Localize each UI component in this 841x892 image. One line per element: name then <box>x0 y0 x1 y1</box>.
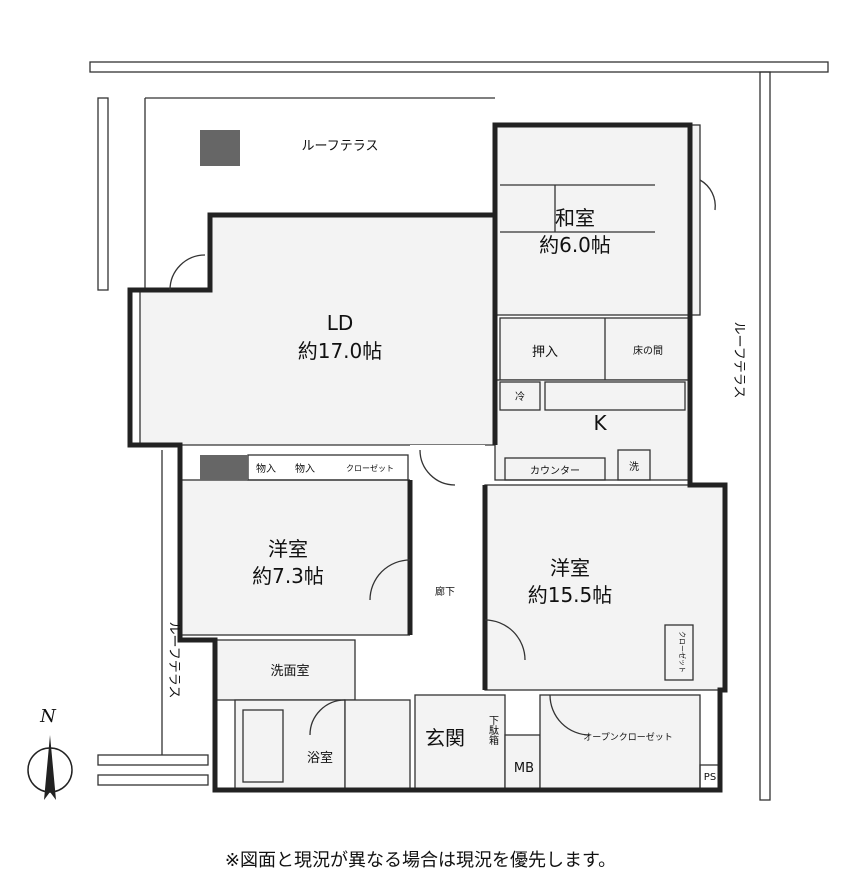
washitsu-size: 約6.0帖 <box>539 233 611 257</box>
room-entrance <box>414 694 506 791</box>
storage-label-1: 物入 <box>256 462 276 475</box>
oshiire-tokonoma <box>499 317 691 381</box>
tokonoma-label: 床の間 <box>633 344 663 357</box>
ld-name: LD <box>327 311 354 335</box>
compass-icon: N <box>27 706 73 800</box>
closet-label-2: クローゼット <box>678 631 687 673</box>
corridor <box>410 445 485 695</box>
terrace-railing <box>89 61 829 801</box>
room-ld <box>139 214 496 446</box>
western1-size: 約7.3帖 <box>252 564 324 588</box>
room-bath <box>234 699 346 791</box>
room-toilet <box>344 699 411 791</box>
oshiire-label: 押入 <box>532 345 558 360</box>
laundry-label: 洗 <box>629 461 639 473</box>
room-washroom <box>214 639 356 701</box>
western2-name: 洋室 <box>550 556 590 580</box>
mb-label: MB <box>514 761 534 776</box>
svg-text:N: N <box>39 706 57 727</box>
room-washitsu <box>494 124 701 316</box>
room-mb <box>504 734 541 791</box>
western1-name: 洋室 <box>268 537 308 561</box>
counter-label: カウンター <box>530 465 580 477</box>
fridge-label: 冷 <box>515 390 525 403</box>
open-closet-label: オープンクローゼット <box>583 731 672 743</box>
room-open-closet <box>539 694 701 791</box>
western2-size: 約15.5帖 <box>528 583 613 607</box>
kitchen-label: K <box>593 411 607 435</box>
corridor-label: 廊下 <box>435 585 455 598</box>
disclaimer-note: ※図面と現況が異なる場合は現況を優先します。 <box>224 850 617 871</box>
shoebox-label: 下駄箱 <box>487 715 499 746</box>
washroom-label: 洗面室 <box>270 663 309 679</box>
washitsu-name: 和室 <box>555 206 595 230</box>
exterior-wall <box>127 122 728 793</box>
storage-label-2: 物入 <box>295 462 315 475</box>
ld-size: 約17.0帖 <box>298 339 383 363</box>
door-swings <box>169 179 716 736</box>
terrace-label-left: ルーフテラス <box>166 622 181 699</box>
ps-label: PS <box>704 772 716 783</box>
terrace-label-top: ルーフテラス <box>302 139 379 154</box>
entrance-label: 玄関 <box>425 726 465 750</box>
closet-label-1: クローゼット <box>346 463 394 473</box>
terrace-label-right: ルーフテラス <box>731 322 746 399</box>
room-kitchen <box>494 379 691 481</box>
room-western-1 <box>179 479 411 636</box>
bath-label: 浴室 <box>307 750 333 766</box>
skylight-block <box>200 130 240 166</box>
